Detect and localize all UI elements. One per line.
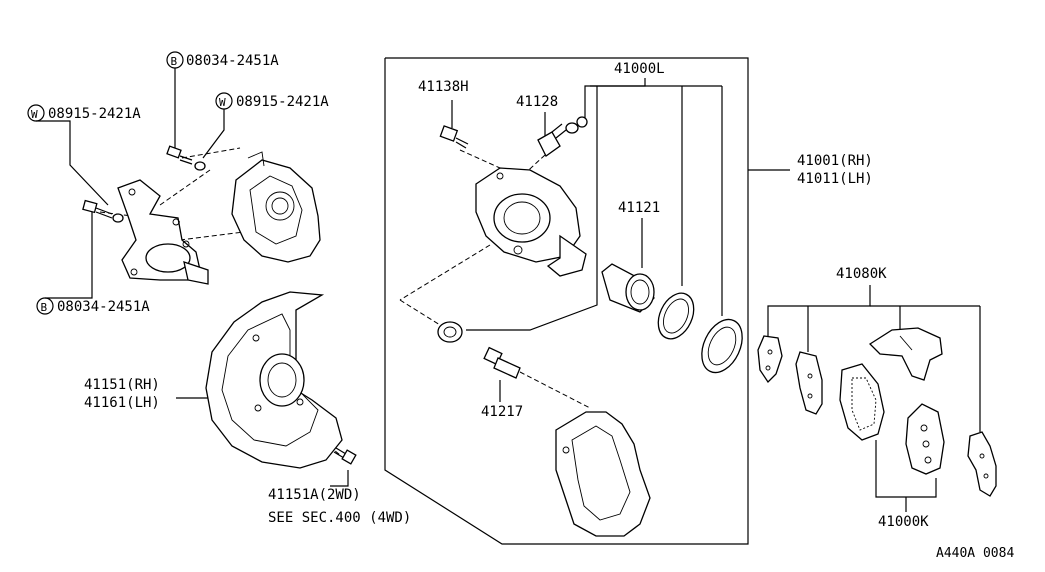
pin-bolt-icon bbox=[483, 346, 521, 379]
caliper-assembly-frame bbox=[384, 57, 749, 545]
label-caliper-assy: 41000L bbox=[614, 61, 665, 77]
label-caliper-lh: 41011(LH) bbox=[797, 171, 873, 187]
caliper-body-icon bbox=[475, 167, 587, 277]
label-pad-hardware: 41080K bbox=[836, 266, 887, 282]
washer-top-icon bbox=[194, 161, 206, 171]
label-caliper-rh: 41001(RH) bbox=[797, 153, 873, 169]
piston-seal-icon bbox=[657, 292, 695, 340]
caliper-bolt-41138h-icon bbox=[439, 125, 469, 149]
dust-seal-icon bbox=[701, 318, 743, 374]
brake-pad-inner-icon bbox=[905, 403, 945, 475]
pad-retainer-clip-icon bbox=[868, 327, 943, 381]
label-pad-kit: 41000K bbox=[878, 514, 929, 530]
brake-pad-outer-icon bbox=[839, 363, 885, 441]
label-bolt-41138h: 41138H bbox=[418, 79, 469, 95]
caliper-small-icon bbox=[231, 151, 321, 263]
b-marker-top-letter: B bbox=[171, 55, 178, 68]
pad-spring-icon bbox=[967, 431, 997, 497]
label-w-washer-right: 08915-2421A bbox=[236, 94, 329, 110]
b-marker-bottom-letter: B bbox=[41, 301, 48, 314]
label-b-bolt-top: 08034-2451A bbox=[186, 53, 279, 69]
pad-shim-outer-icon bbox=[757, 335, 783, 384]
label-see-sec: SEE SEC.400 (4WD) bbox=[268, 510, 411, 526]
label-pin-bolt: 41217 bbox=[481, 404, 523, 420]
bleeder-screw-icon bbox=[537, 123, 567, 157]
label-w-washer-left: 08915-2421A bbox=[48, 106, 141, 122]
pad-shim-inner-icon bbox=[795, 351, 823, 415]
label-shield-rh: 41151(RH) bbox=[84, 377, 160, 393]
w-marker-left-letter: W bbox=[31, 108, 38, 121]
w-marker-right-letter: W bbox=[219, 96, 226, 109]
splash-shield-icon bbox=[205, 291, 343, 469]
torque-member-icon bbox=[555, 411, 651, 537]
label-shield-bolt-2wd: 41151A(2WD) bbox=[268, 487, 361, 503]
pin-boot-icon bbox=[437, 321, 463, 343]
steering-knuckle-icon bbox=[117, 179, 209, 285]
bleeder-cap-icon bbox=[565, 116, 588, 134]
label-piston-seal-kit: 41121 bbox=[618, 200, 660, 216]
bolt-top-icon bbox=[166, 145, 193, 165]
label-shield-lh: 41161(LH) bbox=[84, 395, 160, 411]
diagram-code: A440A 0084 bbox=[936, 546, 1014, 561]
shield-bolt-icon bbox=[333, 447, 357, 465]
label-bleeder-41128: 41128 bbox=[516, 94, 558, 110]
label-b-bolt-bottom: 08034-2451A bbox=[57, 299, 150, 315]
bolt-left-icon bbox=[82, 199, 124, 223]
piston-icon bbox=[601, 263, 655, 313]
leader-lines bbox=[36, 68, 981, 512]
